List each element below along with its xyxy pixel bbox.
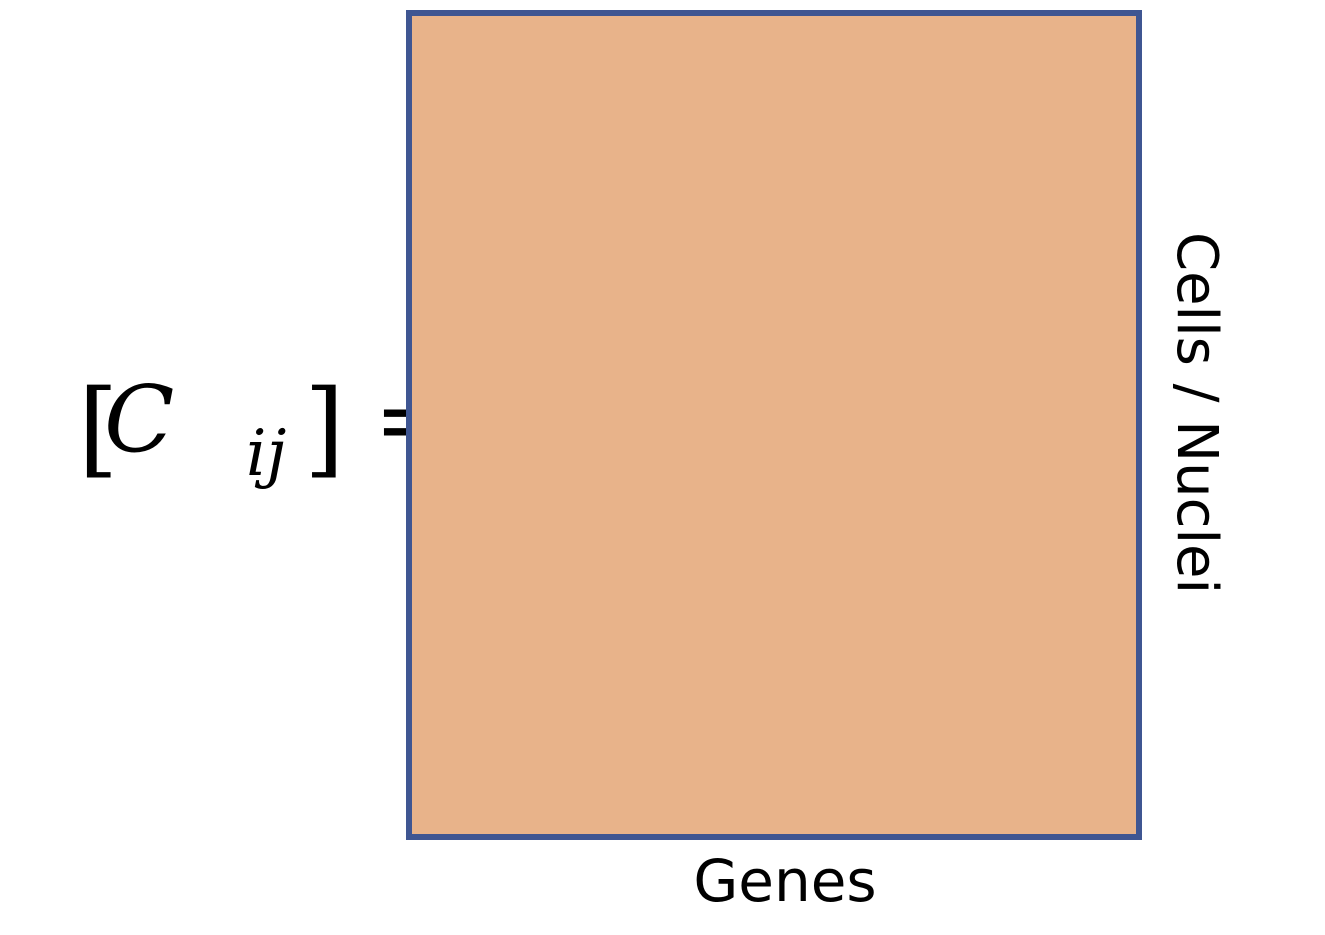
count-matrix-rectangle (406, 10, 1142, 840)
right-bracket: ] (304, 367, 345, 489)
matrix-symbol: C (104, 366, 175, 473)
genes-axis-label: Genes (693, 847, 877, 915)
cells-nuclei-axis-label: Cells / Nuclei (1164, 231, 1229, 595)
matrix-subscript: ij (246, 417, 287, 491)
matrix-equation: [ C ij ] = (78, 366, 453, 500)
left-bracket: [ (78, 367, 119, 489)
